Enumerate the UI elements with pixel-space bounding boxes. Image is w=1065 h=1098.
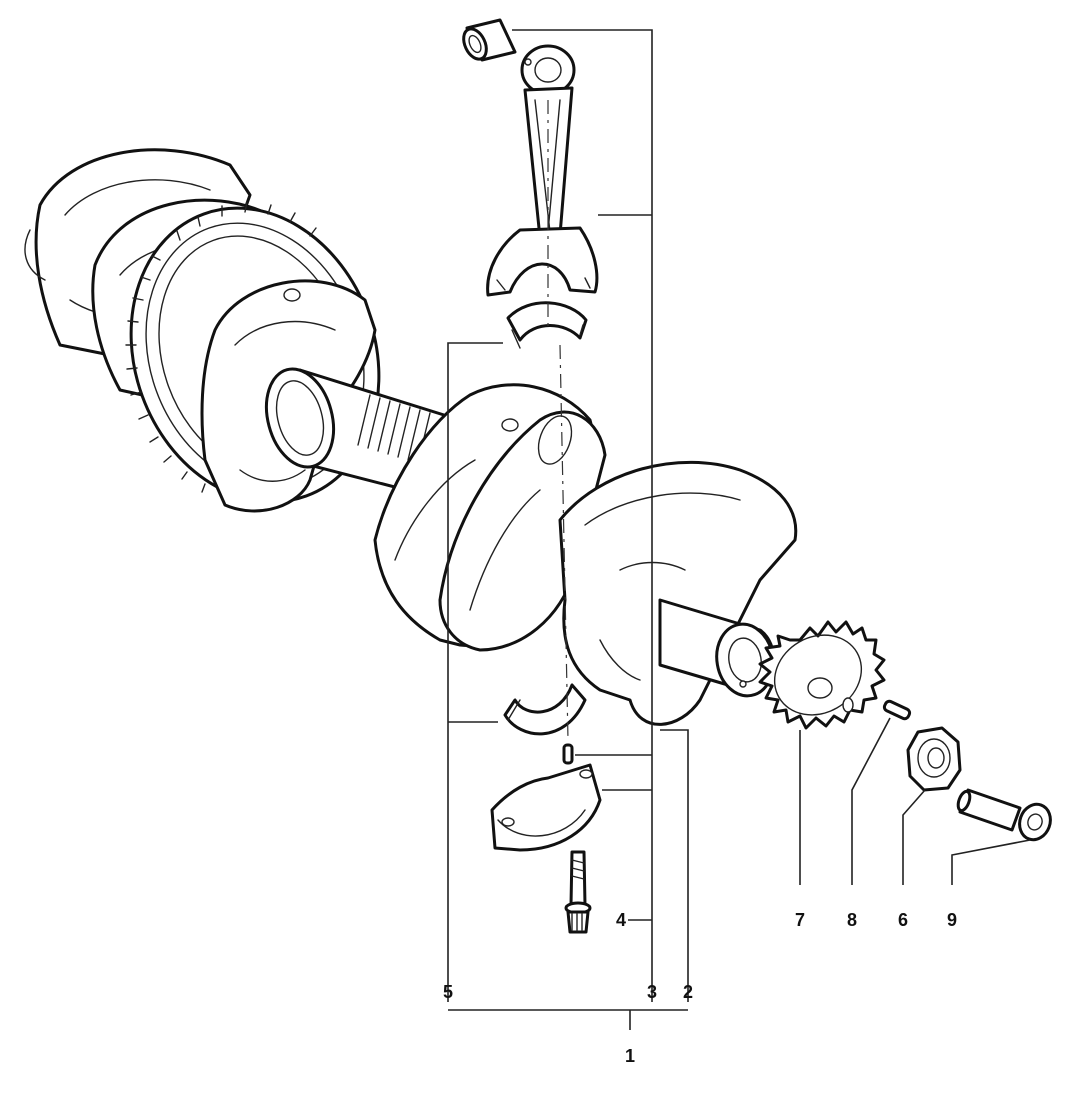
callout-2: 2 xyxy=(683,982,693,1002)
callout-4: 4 xyxy=(616,910,626,930)
callout-7: 7 xyxy=(795,910,805,930)
tone-wheel xyxy=(758,620,886,730)
center-lines xyxy=(547,100,569,741)
callout-6: 6 xyxy=(898,910,908,930)
leader-lines xyxy=(447,29,1031,1030)
timing-nut xyxy=(906,726,962,792)
upper-rod-bearing xyxy=(506,301,588,349)
callout-9: 9 xyxy=(947,910,957,930)
connecting-rod xyxy=(462,18,599,297)
callout-8: 8 xyxy=(847,910,857,930)
rod-cap xyxy=(490,763,602,852)
crankshaft xyxy=(24,148,798,726)
timing-pin xyxy=(882,699,912,721)
callout-3: 3 xyxy=(647,982,657,1002)
callout-labels: 1 2 3 4 5 6 7 8 9 xyxy=(443,910,957,1066)
small-end-bushing xyxy=(462,18,517,62)
callout-5: 5 xyxy=(443,982,453,1002)
lower-bearing-shell xyxy=(503,683,587,736)
rod-bolt xyxy=(564,850,592,934)
timing-bolt xyxy=(956,788,1052,842)
dowel-pin xyxy=(562,743,574,765)
callout-1: 1 xyxy=(625,1046,635,1066)
crank-splines xyxy=(357,394,431,464)
